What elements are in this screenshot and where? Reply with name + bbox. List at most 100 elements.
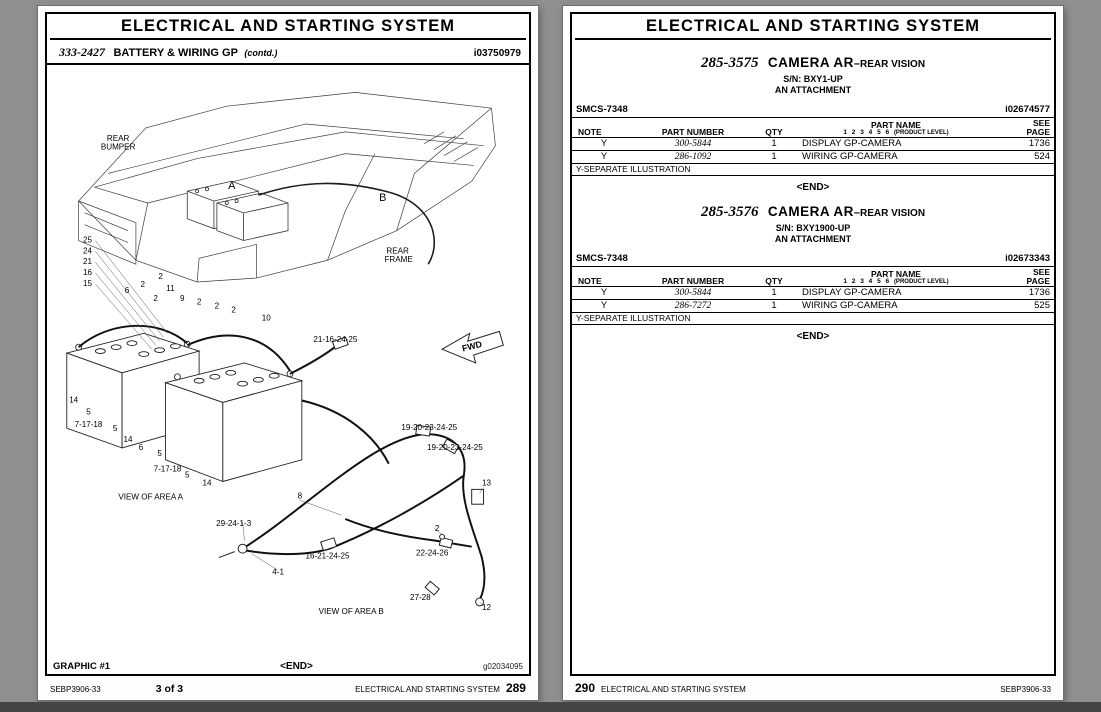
drawing-callout: 25 bbox=[83, 235, 92, 244]
manual-number: SEBP3906-33 bbox=[1000, 685, 1051, 694]
drawing-callout: 19-20-23-24-25 bbox=[401, 423, 457, 432]
leader-lines bbox=[95, 240, 484, 607]
graphic-number: GRAPHIC #1 bbox=[53, 661, 111, 672]
section-end-marker: <END> bbox=[796, 182, 830, 194]
section-variant: REAR VISION bbox=[860, 59, 926, 70]
drawing-callout: 2 bbox=[158, 272, 163, 281]
battery-group-area-a bbox=[65, 332, 304, 483]
col-part-number: PART NUMBER bbox=[632, 116, 754, 139]
cell-part-name: WIRING GP-CAMERA bbox=[794, 299, 998, 314]
serial-number-range: S/N: BXY1900-UP bbox=[775, 222, 851, 233]
footer-section-title: ELECTRICAL AND STARTING SYSTEM bbox=[601, 685, 746, 694]
section-dash: – bbox=[853, 58, 861, 70]
graphic-part-name: BATTERY & WIRING GP bbox=[113, 47, 238, 59]
graphic-part-number: 333-2427 bbox=[59, 45, 105, 59]
table-footnote: Y-SEPARATE ILLUSTRATION bbox=[572, 163, 1054, 177]
drawing-callout: 8 bbox=[298, 491, 303, 500]
illustration-svg: REARBUMPERABREARFRAMEFWD2524211615262112… bbox=[65, 92, 504, 616]
section-part-number: 285-3576 bbox=[700, 204, 759, 221]
cell-qty: 1 bbox=[754, 286, 794, 301]
drawing-callout: 13 bbox=[482, 478, 491, 487]
section-end-marker: <END> bbox=[796, 331, 830, 343]
cell-see-page: 524 bbox=[998, 150, 1054, 165]
drawing-callout: 2 bbox=[231, 306, 236, 315]
parts-table: NOTE PART NUMBER QTY PART NAME 1 2 3 4 5… bbox=[572, 116, 1054, 177]
col-part-name: PART NAME 1 2 3 4 5 6 (PRODUCT LEVEL) bbox=[794, 265, 998, 288]
cell-part-number: 286-7272 bbox=[632, 299, 754, 314]
drawing-callout: A bbox=[228, 180, 236, 192]
col-see-page: SEE PAGE bbox=[998, 116, 1054, 139]
drawing-callout: 5 bbox=[157, 449, 162, 458]
section-doc-id: i02673343 bbox=[1005, 252, 1050, 264]
drawing-callout: 2 bbox=[435, 524, 440, 533]
page-number: 290 bbox=[575, 681, 596, 695]
parts-row: Y 300-5844 1 DISPLAY GP-CAMERA 1736 bbox=[572, 137, 1054, 152]
graphic-contd-note: (contd.) bbox=[244, 48, 278, 58]
cell-part-name: DISPLAY GP-CAMERA bbox=[794, 137, 998, 152]
drawing-callout: 2 bbox=[215, 302, 220, 311]
drawing-callout: 5 bbox=[113, 424, 118, 433]
section-heading: 285-3576 CAMERA AR–REAR VISION bbox=[572, 203, 1054, 221]
table-footnote-row: Y-SEPARATE ILLUSTRATION bbox=[572, 312, 1054, 326]
drawing-callout: 22-24-26 bbox=[416, 549, 449, 558]
col-qty: QTY bbox=[754, 116, 794, 139]
see-label: SEE bbox=[1032, 266, 1050, 277]
installed-battery-group bbox=[186, 180, 289, 241]
product-level-header: 1 2 3 4 5 6 (PRODUCT LEVEL) bbox=[796, 278, 996, 286]
harness-fittings bbox=[218, 424, 485, 607]
cell-qty: 1 bbox=[754, 137, 794, 152]
col-part-name-label: PART NAME bbox=[871, 268, 921, 279]
section-part-number: 285-3575 bbox=[700, 55, 759, 71]
fwd-arrow-icon bbox=[440, 330, 504, 364]
drawing-callout: 7-17-18 bbox=[154, 465, 182, 474]
cell-part-name: DISPLAY GP-CAMERA bbox=[794, 286, 998, 301]
see-label: SEE bbox=[1032, 117, 1050, 128]
product-level-label: (PRODUCT LEVEL) bbox=[893, 278, 949, 285]
drawing-callout: 24 bbox=[83, 246, 92, 255]
left-end-marker: <END> bbox=[280, 661, 313, 672]
drawing-callout: FRAME bbox=[384, 255, 413, 264]
page-label: PAGE bbox=[1026, 275, 1050, 286]
graphic-subtitle-row: 333-2427 BATTERY & WIRING GP (contd.) i0… bbox=[47, 40, 529, 65]
drawing-callout: 5 bbox=[185, 471, 190, 480]
drawing-callout: 2 bbox=[153, 294, 158, 303]
section-part-name: CAMERA AR bbox=[767, 55, 854, 70]
product-level-header: 1 2 3 4 5 6 (PRODUCT LEVEL) bbox=[796, 129, 996, 137]
attachment-note: AN ATTACHMENT bbox=[774, 84, 852, 95]
drawing-callout: 27-28 bbox=[410, 593, 431, 602]
sheet-count: 3 of 3 bbox=[155, 683, 184, 695]
drawing-callout: 21-16-24-25 bbox=[313, 335, 358, 344]
drawing-callout: 10 bbox=[262, 314, 271, 323]
left-footer-right: ELECTRICAL AND STARTING SYSTEM 289 bbox=[355, 681, 526, 695]
drawing-callout: VIEW OF AREA B bbox=[319, 607, 384, 616]
drawing-callout: 2 bbox=[141, 280, 146, 289]
manual-number: SEBP3906-33 bbox=[50, 685, 101, 694]
smcs-code: SMCS-7348 bbox=[576, 252, 628, 264]
drawing-callout: 9 bbox=[180, 294, 185, 303]
table-footnote-row: Y-SEPARATE ILLUSTRATION bbox=[572, 163, 1054, 177]
drawing-callout: 16 bbox=[83, 268, 92, 277]
drawing-callout: VIEW OF AREA A bbox=[118, 492, 183, 501]
cell-see-page: 1736 bbox=[998, 286, 1054, 301]
cell-part-number: 300-5844 bbox=[632, 286, 754, 301]
drawing-callout: FWD bbox=[461, 339, 484, 354]
cell-part-number: 286-1092 bbox=[632, 150, 754, 165]
right-content-box: ELECTRICAL AND STARTING SYSTEM 285-3575 … bbox=[570, 12, 1056, 676]
right-page-title: ELECTRICAL AND STARTING SYSTEM bbox=[575, 14, 1051, 40]
right-footer-left: 290 ELECTRICAL AND STARTING SYSTEM bbox=[575, 681, 746, 695]
parts-section-285-3576: 285-3576 CAMERA AR–REAR VISION S/N: BXY1… bbox=[572, 203, 1054, 342]
left-page-footer: SEBP3906-33 3 of 3 ELECTRICAL AND STARTI… bbox=[50, 681, 526, 695]
col-part-name-label: PART NAME bbox=[871, 119, 921, 130]
section-variant: REAR VISION bbox=[860, 208, 926, 220]
parts-table-header: NOTE PART NUMBER QTY PART NAME 1 2 3 4 5… bbox=[572, 265, 1054, 288]
parts-table-header: NOTE PART NUMBER QTY PART NAME 1 2 3 4 5… bbox=[572, 116, 1054, 139]
drawing-callout: B bbox=[379, 192, 386, 204]
cell-note: Y bbox=[572, 286, 632, 301]
cell-qty: 1 bbox=[754, 299, 794, 314]
page-label: PAGE bbox=[1026, 126, 1050, 137]
drawing-callout: 14 bbox=[124, 435, 133, 444]
section-doc-id: i02674577 bbox=[1005, 103, 1050, 115]
drawing-callout: 2 bbox=[197, 298, 202, 307]
